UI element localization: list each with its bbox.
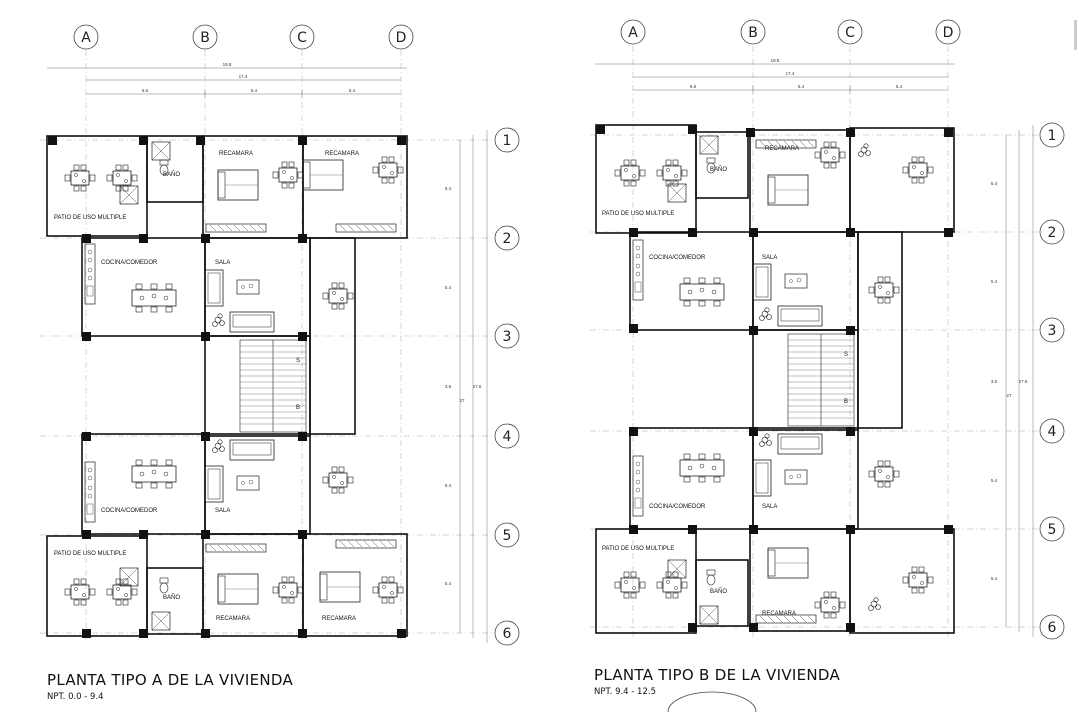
- plan-a-dim-23: 5.4: [445, 285, 452, 290]
- plan-b-axis-6: 6: [1048, 620, 1057, 636]
- plan-b-label-patio-top: PATIO DE USO MULTIPLE: [602, 211, 674, 217]
- plan-b-label-bano-bottom: BAÑO: [710, 588, 727, 595]
- plan-a-label-recamara-2: RECAMARA: [325, 151, 359, 157]
- plan-b-dim-56: 5.4: [991, 576, 998, 581]
- plan-a-top-dimensions: [47, 67, 407, 98]
- plan-a-dim-34: 3.6: [445, 384, 452, 389]
- plan-b-dim-45: 5.4: [991, 478, 998, 483]
- plan-a-stair-s: S: [296, 358, 300, 364]
- plan-a-axis-3: 3: [503, 329, 512, 345]
- plan-b-dim-23: 5.4: [991, 279, 998, 284]
- plan-b-dim-cd: 5.4: [896, 84, 903, 89]
- plan-a-dim-bc: 5.4: [251, 88, 258, 93]
- plan-b-side-dimensions: [1005, 125, 1034, 637]
- plan-a-label-sala-top: SALA: [215, 260, 230, 266]
- plan-b-dim-27: 27: [1006, 393, 1012, 398]
- plan-a-axis-5: 5: [503, 528, 512, 544]
- plan-a-dim-276: 27.6: [473, 384, 482, 389]
- plan-b-label-recamara-2: RECAMARA: [762, 611, 796, 617]
- scrollbar-thumb[interactable]: [1074, 20, 1077, 50]
- plan-a-label-patio-bottom: PATIO DE USO MULTIPLE: [54, 551, 126, 557]
- plan-a-column-axes: A B C D: [73, 24, 414, 640]
- plan-a-dim-56: 5.4: [445, 581, 452, 586]
- plan-a-stair-b: B: [296, 405, 300, 411]
- plan-b-stair-s: S: [844, 352, 848, 358]
- plan-b-axis-1: 1: [1048, 128, 1057, 144]
- plan-a-dim-cd: 5.4: [349, 88, 356, 93]
- plan-a-walls: [46, 135, 408, 637]
- plan-a-dim-45: 5.4: [445, 483, 452, 488]
- plan-a-axis-C: C: [297, 30, 307, 46]
- plan-b-label-sala-bottom: SALA: [762, 504, 777, 510]
- plan-a-columns: [48, 136, 406, 638]
- plan-a-label-cocina-top: COCINA/COMEDOR: [101, 260, 158, 266]
- plan-a-row-axes: 1 2 3 4 5 6: [40, 127, 520, 646]
- plan-a-dim-27: 27: [459, 398, 465, 403]
- plan-b-label-bano-top: BAÑO: [710, 166, 727, 173]
- plan-a-dim-total: 19.8: [223, 62, 232, 67]
- plan-a-staircase: [239, 339, 307, 433]
- plan-b-label-cocina-top: COCINA/COMEDOR: [649, 255, 706, 261]
- plan-a: A B C D 1 2 3 4 5 6: [40, 24, 520, 646]
- plan-a-title: PLANTA TIPO A DE LA VIVIENDA: [47, 671, 294, 689]
- plan-a-axis-D: D: [396, 30, 407, 46]
- plan-b-axis-3: 3: [1048, 323, 1057, 339]
- plan-a-axis-6: 6: [503, 626, 512, 642]
- plan-a-label-recamara-4: RECAMARA: [322, 616, 356, 622]
- plan-a-axis-4: 4: [503, 429, 512, 445]
- plan-b-row-axes: 1 2 3 4 5 6: [590, 122, 1065, 640]
- north-arrow-partial: [667, 691, 757, 712]
- plan-b-top-dimensions: [595, 63, 955, 94]
- plan-a-label-sala-bottom: SALA: [215, 508, 230, 514]
- plan-b-dim-axes: 17.4: [786, 71, 795, 76]
- plan-a-label-patio-top: PATIO DE USO MULTIPLE: [54, 215, 126, 221]
- plan-b-columns: [596, 125, 953, 632]
- plan-a-label-cocina-bottom: COCINA/COMEDOR: [101, 508, 158, 514]
- plan-a-axis-A: A: [81, 30, 91, 46]
- plan-b-label-sala-top: SALA: [762, 255, 777, 261]
- plan-a-dim-axes: 17.4: [239, 74, 248, 79]
- plan-a-axis-B: B: [200, 30, 210, 46]
- plan-b-subtitle: NPT. 9.4 - 12.5: [594, 687, 656, 697]
- plan-b-dim-total: 19.8: [771, 58, 780, 63]
- plan-a-dim-12: 5.4: [445, 186, 452, 191]
- plan-b-dim-bc: 5.4: [798, 84, 805, 89]
- plan-b-staircase: [787, 333, 855, 427]
- plan-b-dim-12: 5.4: [991, 181, 998, 186]
- plan-b-label-patio-bottom: PATIO DE USO MULTIPLE: [602, 546, 674, 552]
- plan-b-axis-A: A: [628, 25, 638, 41]
- plan-a-axis-2: 2: [503, 231, 512, 247]
- plan-a-label-bano-top: BAÑO: [163, 171, 180, 178]
- plan-b-axis-C: C: [845, 25, 855, 41]
- plan-b-axis-4: 4: [1048, 424, 1057, 440]
- plan-a-dim-ab: 6.6: [142, 88, 149, 93]
- plan-a-axis-1: 1: [503, 133, 512, 149]
- plan-b-dim-ab: 6.6: [690, 84, 697, 89]
- plan-b-dim-276: 27.6: [1019, 379, 1028, 384]
- plan-b-title: PLANTA TIPO B DE LA VIVIENDA: [594, 666, 841, 684]
- plan-a-label-bano-bottom: BAÑO: [163, 594, 180, 601]
- plan-b-axis-D: D: [943, 25, 954, 41]
- plan-a-label-recamara-3: RECAMARA: [216, 616, 250, 622]
- plan-b-axis-B: B: [748, 25, 758, 41]
- plan-b-dim-34: 3.6: [991, 379, 998, 384]
- plan-b-label-cocina-bottom: COCINA/COMEDOR: [649, 504, 706, 510]
- plan-b-stair-b: B: [844, 399, 848, 405]
- plan-a-side-dimensions: [459, 130, 488, 643]
- plan-b-axis-2: 2: [1048, 225, 1057, 241]
- plan-a-label-recamara-1: RECAMARA: [219, 151, 253, 157]
- plan-b-axis-5: 5: [1048, 522, 1057, 538]
- plan-a-subtitle: NPT. 0.0 - 9.4: [47, 692, 104, 702]
- plan-b: A B C D 1 2 3 4 5 6: [590, 19, 1065, 640]
- plan-b-label-recamara-1: RECAMARA: [765, 146, 799, 152]
